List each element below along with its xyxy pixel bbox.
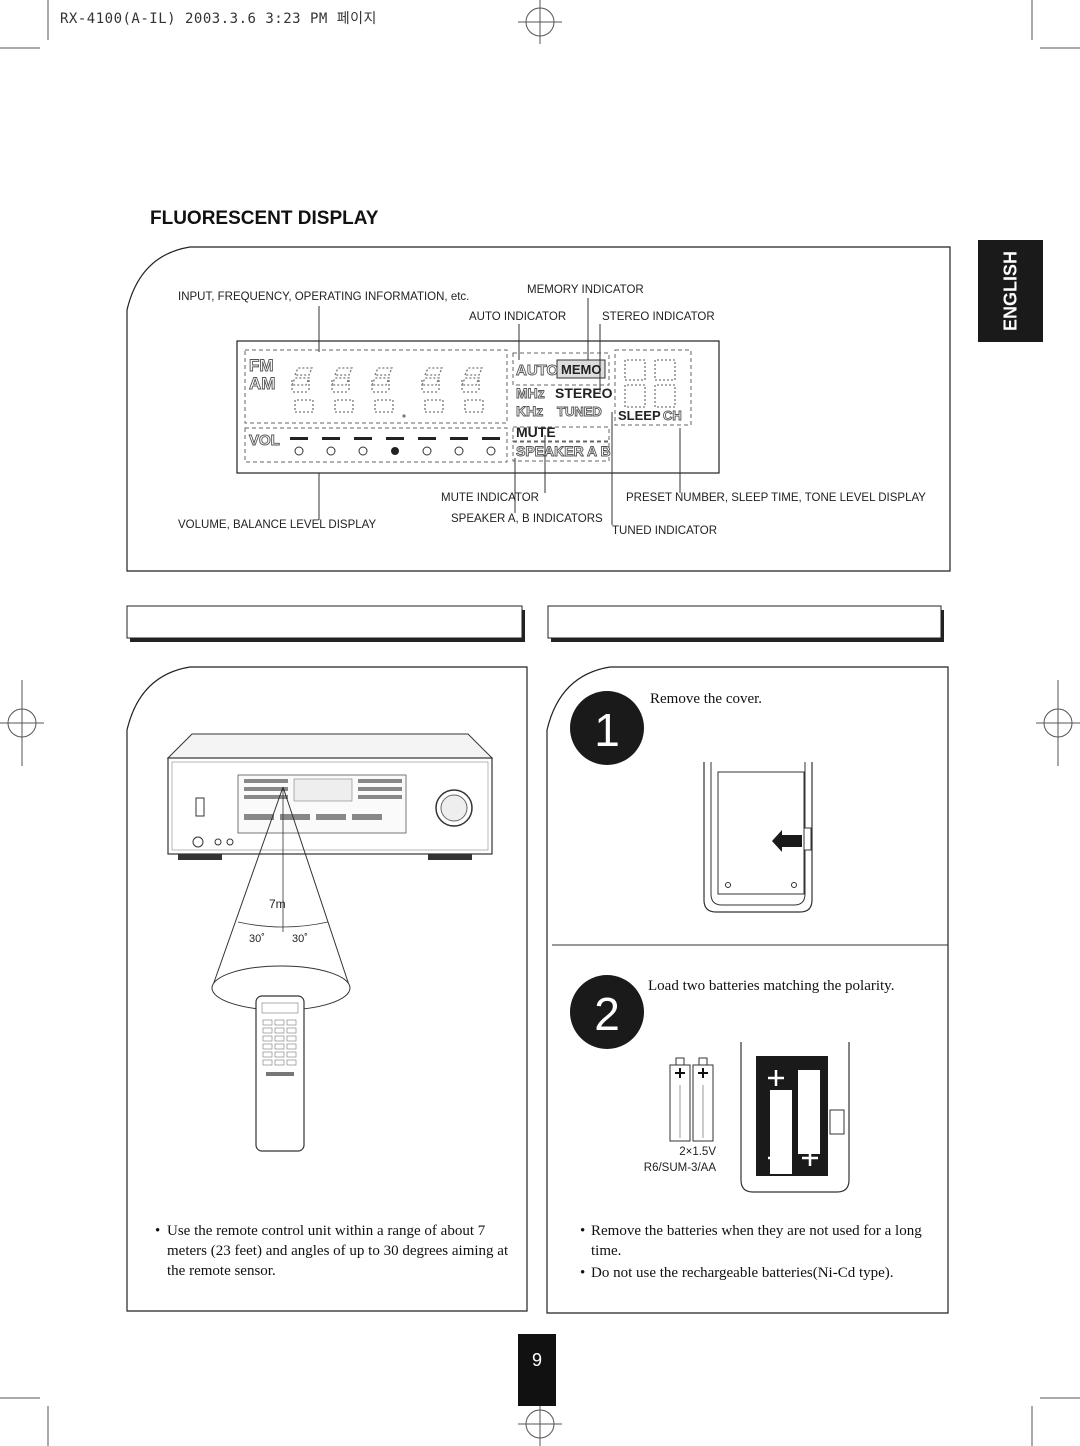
remote-cover-illustration (703, 762, 813, 913)
label-volume-balance: VOLUME, BALANCE LEVEL DISPLAY (178, 519, 377, 531)
seg-fm: FM (249, 356, 274, 375)
label-speaker-indicators: SPEAKER A, B INDICATORS (451, 513, 603, 525)
seg-mhz: MHz (516, 385, 545, 401)
seg-vol: VOL (249, 432, 280, 449)
page-number: 9 (531, 1350, 542, 1370)
seg-sleep: SLEEP (618, 408, 661, 423)
seg-mute: MUTE (516, 424, 556, 440)
bullet-icon: • (580, 1223, 586, 1239)
subheading-bars (126, 605, 944, 642)
seg-memo: MEMO (561, 362, 601, 377)
label-preset-number: PRESET NUMBER, SLEEP TIME, TONE LEVEL DI… (626, 492, 926, 504)
seg-ch: CH (663, 408, 682, 423)
remote-range-panel: 7m 30˚ 30˚ (126, 666, 528, 1312)
battery-type: R6/SUM-3/AA (643, 1162, 716, 1174)
label-auto-indicator: AUTO INDICATOR (469, 311, 567, 323)
remote-control-illustration (255, 995, 305, 1152)
page-number-tab: 9 (518, 1334, 556, 1406)
fluorescent-display-diagram: FM AM AUTO MHz KHz TUNED VOL SPEAKER A B… (126, 246, 951, 572)
bullet-icon: • (155, 1223, 161, 1239)
remote-range-note-text: Use the remote control unit within a ran… (167, 1223, 509, 1279)
label-memory-indicator: MEMORY INDICATOR (527, 284, 644, 296)
language-tab: ENGLISH (978, 240, 1043, 342)
remote-battery-compartment (740, 1042, 850, 1193)
seg-khz: KHz (516, 403, 543, 419)
section-title: FLUORESCENT DISPLAY (150, 208, 379, 229)
label-tuned-indicator: TUNED INDICATOR (612, 525, 717, 537)
seg-stereo: STEREO (555, 385, 613, 401)
label-stereo-indicator: STEREO INDICATOR (602, 311, 715, 323)
battery-note-1: • Remove the batteries when they are not… (580, 1221, 935, 1261)
step-2-badge (570, 975, 644, 1049)
battery-note-2: • Do not use the rechargeable batteries(… (580, 1263, 935, 1283)
range-distance: 7m (269, 897, 286, 911)
seg-speaker: SPEAKER A B (516, 443, 611, 459)
range-angle-right: 30˚ (292, 933, 308, 945)
range-angle-left: 30˚ (249, 933, 265, 945)
label-mute-indicator: MUTE INDICATOR (441, 492, 539, 504)
step-1-badge (570, 691, 644, 765)
battery-count: 2×1.5V (679, 1146, 716, 1158)
label-input-frequency: INPUT, FREQUENCY, OPERATING INFORMATION,… (178, 291, 470, 303)
step-2-number: 2 (594, 988, 620, 1040)
seg-am: AM (249, 374, 275, 393)
receiver-illustration (166, 733, 494, 860)
seg-auto: AUTO (516, 362, 559, 379)
step-2-text: Load two batteries matching the polarity… (648, 978, 895, 994)
battery-panel (546, 666, 949, 1314)
bullet-icon: • (580, 1265, 586, 1281)
step-1-number: 1 (594, 704, 620, 756)
seg-tuned: TUNED (557, 404, 602, 419)
battery-note-1-text: Remove the batteries when they are not u… (591, 1223, 922, 1259)
step-1-text: Remove the cover. (650, 691, 763, 707)
language-tab-label: ENGLISH (1000, 250, 1020, 332)
battery-note-2-text: Do not use the rechargeable batteries(Ni… (591, 1265, 894, 1281)
remote-range-note: • Use the remote control unit within a r… (155, 1221, 515, 1281)
loose-batteries-illustration (669, 1057, 714, 1142)
print-header: RX-4100(A-IL) 2003.3.6 3:23 PM 페이지 (60, 11, 377, 27)
